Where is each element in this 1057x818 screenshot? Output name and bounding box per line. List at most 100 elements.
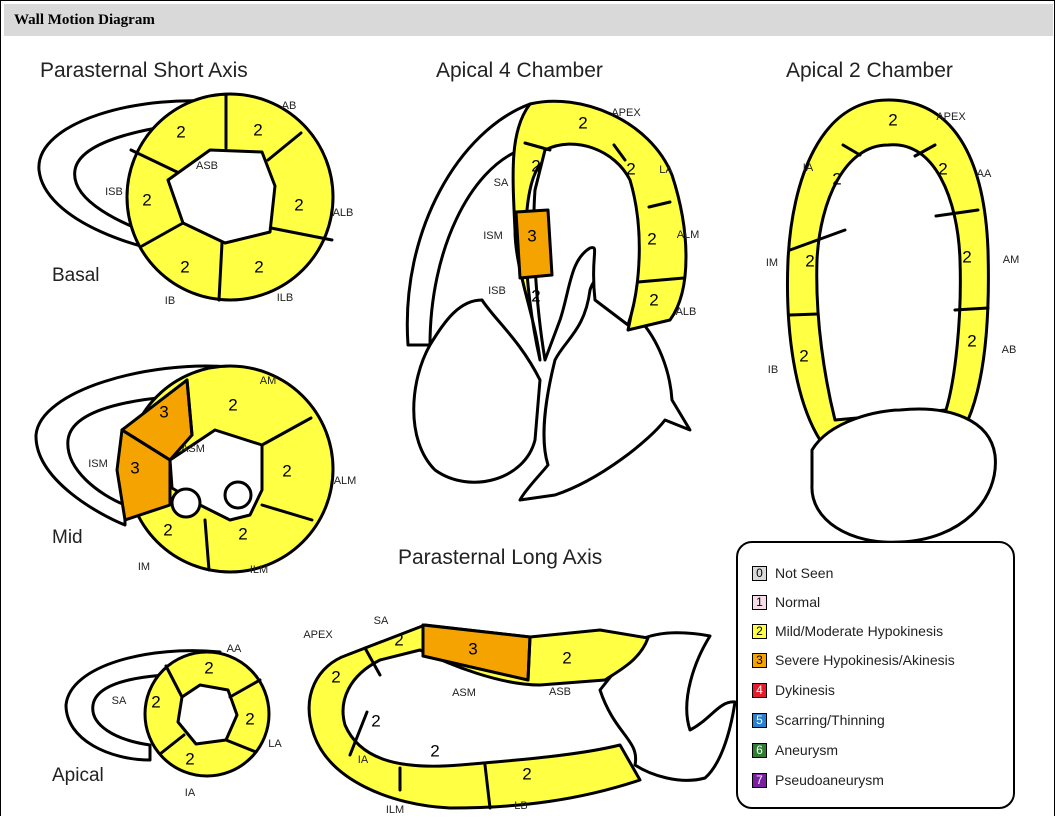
legend-swatch: 1 — [752, 595, 767, 610]
psax-basal-score-ib: 2 — [180, 257, 189, 276]
a4c-label-la: LA — [659, 164, 673, 176]
legend-swatch: 6 — [752, 743, 767, 758]
a4c-label-isb: ISB — [488, 285, 506, 297]
legend-item: 2 Mild/Moderate Hypokinesis — [752, 621, 943, 641]
psax-mid-label-ism: ISM — [88, 458, 108, 470]
psax-basal-view: 2 2 2 2 2 2 AB ASB ISB ALB IB ILB — [39, 94, 354, 307]
a2c-label-aa: AA — [977, 168, 992, 180]
psax-mid-label-ilm: ILM — [250, 564, 268, 576]
legend-label: Not Seen — [775, 565, 833, 581]
a4c-score-isb: 2 — [531, 286, 540, 305]
psax-basal-label-isb: ISB — [105, 186, 123, 198]
legend-item: 4 Dykinesis — [752, 680, 835, 700]
psax-basal-label-ilb: ILB — [277, 292, 294, 304]
psax-mid-score-im: 2 — [163, 520, 172, 539]
plax-label-ia: IA — [358, 754, 369, 766]
psax-mid-score-alm: 2 — [282, 461, 291, 480]
psax-basal-score-asb: 2 — [176, 122, 185, 141]
a4c-label-ism: ISM — [483, 230, 503, 242]
legend-swatch: 2 — [752, 624, 767, 639]
a4c-label-alm: ALM — [677, 229, 700, 241]
psax-mid-score-asm: 3 — [159, 402, 168, 421]
a4c-score-la: 2 — [626, 159, 635, 178]
legend-item: 6 Aneurysm — [752, 740, 838, 760]
a2c-divider — [790, 314, 818, 315]
legend-item: 1 Normal — [752, 592, 820, 612]
a2c-score-ia: 2 — [832, 169, 841, 188]
a4c-view: 2 2 2 3 2 2 2 APEX SA LA ISM ALM ISB ALB — [407, 101, 699, 500]
a2c-score-ab: 2 — [967, 331, 976, 350]
psax-basal-label-ib: IB — [165, 295, 175, 307]
legend-label: Dykinesis — [775, 682, 835, 698]
legend-label: Aneurysm — [775, 742, 838, 758]
psax-apical-score-la: 2 — [245, 709, 254, 728]
psax-basal-label-alb: ALB — [333, 207, 354, 219]
plax-score-apex: 2 — [331, 667, 340, 686]
legend-item: 3 Severe Hypokinesis/Akinesis — [752, 650, 955, 670]
plax-divider — [528, 637, 530, 680]
psax-mid-papillary-muscle — [225, 482, 251, 508]
a4c-label-sa: SA — [494, 177, 509, 189]
legend-label: Mild/Moderate Hypokinesis — [775, 623, 943, 639]
plax-score-asm: 3 — [468, 639, 477, 658]
a2c-score-im: 2 — [805, 251, 814, 270]
psax-mid-score-ilm: 2 — [238, 524, 247, 543]
psax-mid-label-im: IM — [138, 561, 150, 573]
psax-apical-view: 2 2 2 2 AA SA LA IA — [66, 643, 282, 799]
psax-apical-label-aa: AA — [227, 643, 242, 655]
psax-apical-score-ia: 2 — [185, 749, 194, 768]
plax-label-apex: APEX — [303, 629, 333, 641]
a2c-label-am: AM — [1003, 254, 1020, 266]
psax-apical-label-ia: IA — [185, 787, 196, 799]
a2c-label-apex: APEX — [936, 111, 966, 123]
a2c-label-ia: IA — [803, 162, 814, 174]
a4c-score-apex: 2 — [578, 113, 587, 132]
psax-apical-score-sa: 2 — [151, 692, 160, 711]
a4c-score-ism: 3 — [527, 226, 536, 245]
psax-basal-score-ab: 2 — [253, 120, 262, 139]
a4c-label-apex: APEX — [611, 107, 641, 119]
psax-apical-label-la: LA — [268, 738, 282, 750]
score-legend: 0 Not Seen 1 Normal 2 Mild/Moderate Hypo… — [736, 541, 1015, 809]
a2c-label-ib: IB — [768, 364, 778, 376]
psax-basal-score-ilb: 2 — [254, 257, 263, 276]
psax-mid-label-am: AM — [260, 375, 277, 387]
legend-label: Severe Hypokinesis/Akinesis — [775, 652, 955, 668]
a2c-label-im: IM — [766, 257, 778, 269]
a4c-score-alb: 2 — [649, 290, 658, 309]
legend-swatch: 7 — [752, 773, 767, 788]
plax-score-sa: 2 — [394, 630, 403, 649]
a2c-view: 2 2 2 2 2 2 2 APEX IA AA IM AM IB AB — [766, 100, 1019, 542]
a2c-label-ab: AB — [1002, 344, 1017, 356]
plax-label-asb: ASB — [549, 686, 571, 698]
psax-mid-score-am: 2 — [228, 395, 237, 414]
plax-score-ilm-2: 2 — [522, 764, 531, 783]
plax-label-asm: ASM — [452, 687, 476, 699]
legend-swatch: 3 — [752, 653, 767, 668]
legend-swatch: 0 — [752, 566, 767, 581]
psax-mid-label-alm: ALM — [334, 475, 357, 487]
a2c-score-ib: 2 — [799, 346, 808, 365]
legend-swatch: 4 — [752, 683, 767, 698]
psax-mid-score-ism: 3 — [130, 458, 139, 477]
plax-label-sa: SA — [374, 615, 389, 627]
psax-apical-cavity — [178, 685, 237, 744]
legend-item: 7 Pseudoaneurysm — [752, 770, 884, 790]
legend-label: Scarring/Thinning — [775, 712, 885, 728]
a4c-score-alm: 2 — [647, 229, 656, 248]
a2c-left-atrium — [812, 409, 995, 542]
legend-label: Pseudoaneurysm — [775, 772, 884, 788]
psax-basal-label-asb: ASB — [196, 160, 218, 172]
plax-score-ilm-1: 2 — [430, 741, 439, 760]
psax-mid-papillary-muscle — [172, 489, 200, 517]
a2c-score-am: 2 — [962, 247, 971, 266]
a2c-score-apex: 2 — [888, 110, 897, 129]
legend-item: 0 Not Seen — [752, 563, 833, 583]
a2c-divider — [955, 308, 988, 310]
legend-label: Normal — [775, 594, 820, 610]
plax-score-asb: 2 — [562, 648, 571, 667]
psax-mid-view: 3 2 3 2 2 2 AM ASM ISM ALM IM ILM — [36, 366, 356, 576]
plax-label-ilm: ILM — [386, 804, 404, 816]
psax-apical-label-sa: SA — [112, 695, 127, 707]
a4c-score-sa: 2 — [531, 156, 540, 175]
